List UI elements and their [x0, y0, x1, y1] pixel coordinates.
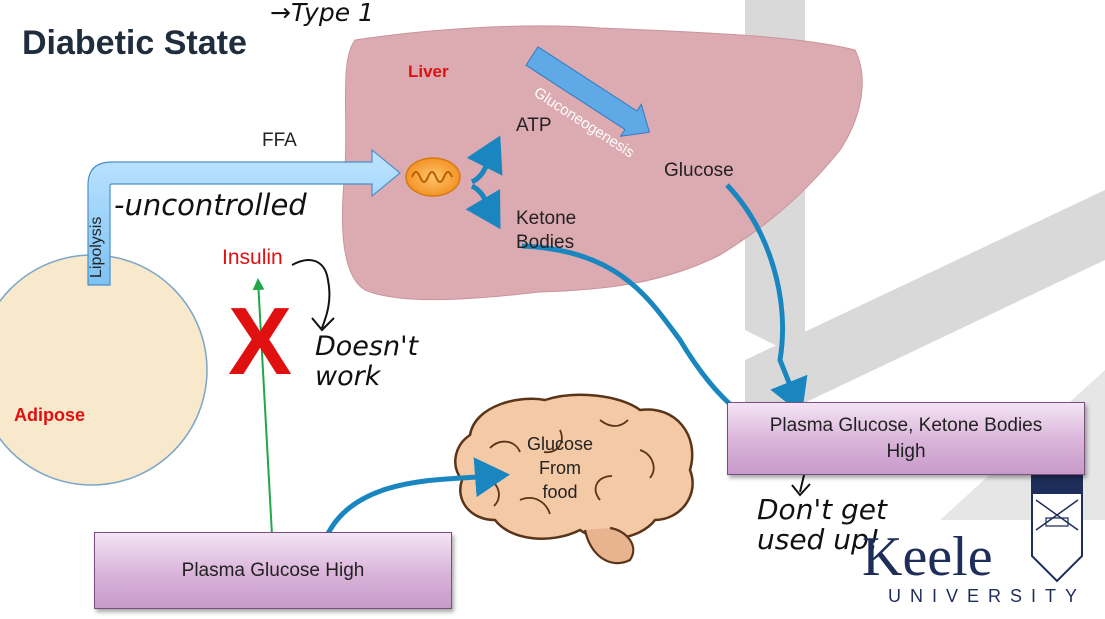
liver-label: Liver: [408, 62, 449, 81]
dont-get-used-up-annotation: Don't get used up!: [757, 493, 887, 556]
lipolysis-label: Lipolysis: [88, 216, 105, 278]
insulin-line: [252, 278, 273, 536]
uncontrolled-annotation: -uncontrolled: [114, 188, 307, 222]
atp-label: ATP: [516, 115, 552, 136]
keele-logo-subtitle: UNIVERSITY: [888, 586, 1087, 606]
gluconeogenesis-arrow: [525, 46, 651, 137]
slide-title: Diabetic State: [22, 24, 247, 62]
glucose-from-food-label: Glucose From food: [526, 434, 594, 502]
doesnt-work-annotation: Doesn't work: [315, 331, 419, 392]
insulin-hand-arrow: [291, 259, 335, 332]
branch-arrow-ketone: [465, 183, 501, 230]
insulin-label: Insulin: [222, 246, 283, 269]
branch-arrow-atp: [466, 135, 503, 185]
keele-logo-name: Keele: [862, 526, 993, 588]
type1-annotation: →Type 1: [270, 0, 374, 27]
mitochondrion-icon: [405, 157, 461, 197]
hand-down-arrow: [791, 474, 811, 497]
adipose-label: Adipose: [14, 405, 86, 425]
adipose-cell: [0, 254, 208, 486]
slide-decoration-chevron: [745, 190, 1105, 405]
blocked-x-mark: X: [228, 288, 293, 395]
liver-shape: [341, 25, 863, 301]
plasma-glucose-high-box: Plasma Glucose High: [94, 532, 452, 609]
plasma-glucose-ketone-high-box: Plasma Glucose, Ketone Bodies High: [727, 402, 1085, 475]
glucose-label: Glucose: [664, 160, 734, 181]
keele-crest-icon: [1031, 475, 1083, 583]
brain-icon: [454, 393, 694, 565]
glucose-to-plasma-arrow: [725, 183, 808, 415]
ffa-arrow: [87, 148, 401, 286]
plasma-to-brain-arrow: [322, 457, 510, 541]
ketone-bodies-label: Ketone Bodies: [516, 208, 577, 253]
ffa-label: FFA: [262, 130, 297, 151]
